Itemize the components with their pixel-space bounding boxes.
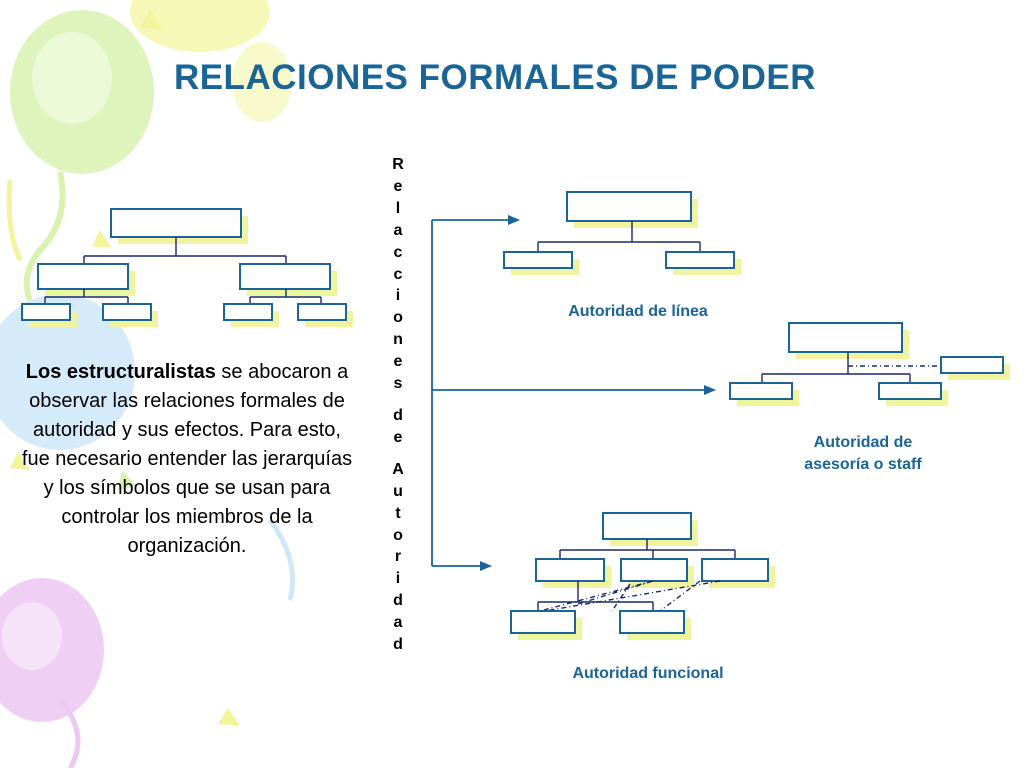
- line-box-right: [665, 251, 735, 269]
- func-box-bottom-2: [619, 610, 685, 634]
- caption-autoridad-funcional: Autoridad funcional: [572, 665, 724, 682]
- paragraph-body: se abocaron a observar las relaciones fo…: [21, 361, 353, 557]
- func-box-mid-3: [701, 558, 769, 582]
- vertical-letter: c: [393, 265, 403, 283]
- org-box-mid-right: [239, 263, 331, 290]
- staff-box-advisor: [940, 356, 1004, 374]
- vertical-gap: [384, 449, 412, 459]
- staff-box-right: [878, 382, 942, 400]
- vertical-letter: l: [395, 199, 401, 217]
- vertical-letter: c: [393, 243, 403, 261]
- func-box-bottom-1: [510, 610, 576, 634]
- vertical-letter: e: [393, 353, 403, 371]
- caption-staff-line-2: asesoría o staff: [804, 456, 922, 473]
- staff-box-top: [788, 322, 903, 353]
- relations-bracket: [431, 215, 716, 571]
- org-box-mid-left: [37, 263, 129, 290]
- vertical-letter: t: [395, 504, 401, 522]
- func-box-top: [602, 512, 692, 540]
- caption-autoridad-de-linea: Autoridad de línea: [568, 303, 708, 320]
- vertical-letter: s: [393, 375, 403, 393]
- arrow-head-linea: [508, 215, 520, 225]
- vertical-letter: d: [393, 406, 403, 424]
- vertical-label-relaciones-de-autoridad: R e l a c c i o n e s d e A u t o r i d …: [384, 154, 412, 656]
- vertical-letter: u: [393, 482, 403, 500]
- vertical-letter: o: [393, 526, 403, 544]
- vertical-letter: n: [393, 331, 403, 349]
- line-box-top: [566, 191, 692, 222]
- line-box-left: [503, 251, 573, 269]
- vertical-letter: A: [392, 460, 404, 478]
- paragraph-bold-lead: Los estructuralistas: [25, 361, 216, 383]
- arrow-head-staff: [704, 385, 716, 395]
- vertical-letter: a: [393, 221, 403, 239]
- slide-title: RELACIONES FORMALES DE PODER: [173, 58, 817, 97]
- vertical-letter: d: [393, 592, 403, 610]
- vertical-letter: d: [393, 636, 403, 654]
- caption-staff-line-1: Autoridad de: [813, 434, 913, 451]
- vertical-letter: o: [393, 309, 403, 327]
- org-box-bottom-2: [102, 303, 152, 321]
- functional-authority-chart: [510, 512, 775, 640]
- org-box-bottom-3: [223, 303, 273, 321]
- line-authority-chart: [503, 191, 741, 275]
- staff-authority-chart: [729, 322, 1010, 406]
- vertical-letter: i: [395, 287, 401, 305]
- org-box-bottom-4: [297, 303, 347, 321]
- vertical-letter: i: [395, 570, 401, 588]
- description-paragraph: Los estructuralistas se abocaron a obser…: [18, 358, 356, 561]
- vertical-gap: [384, 395, 412, 405]
- caption-autoridad-staff: Autoridad de asesoría o staff: [768, 432, 958, 476]
- generic-org-chart: [21, 208, 353, 327]
- org-box-top: [110, 208, 242, 238]
- staff-box-left: [729, 382, 793, 400]
- vertical-letter: r: [394, 548, 402, 566]
- arrow-head-funcional: [480, 561, 492, 571]
- func-box-mid-1: [535, 558, 605, 582]
- org-box-bottom-1: [21, 303, 71, 321]
- vertical-letter: a: [393, 614, 403, 632]
- vertical-letter: e: [393, 177, 403, 195]
- vertical-letter: e: [393, 428, 403, 446]
- balloon-decoration: [0, 0, 295, 768]
- func-box-mid-2: [620, 558, 688, 582]
- vertical-letter: R: [392, 156, 404, 173]
